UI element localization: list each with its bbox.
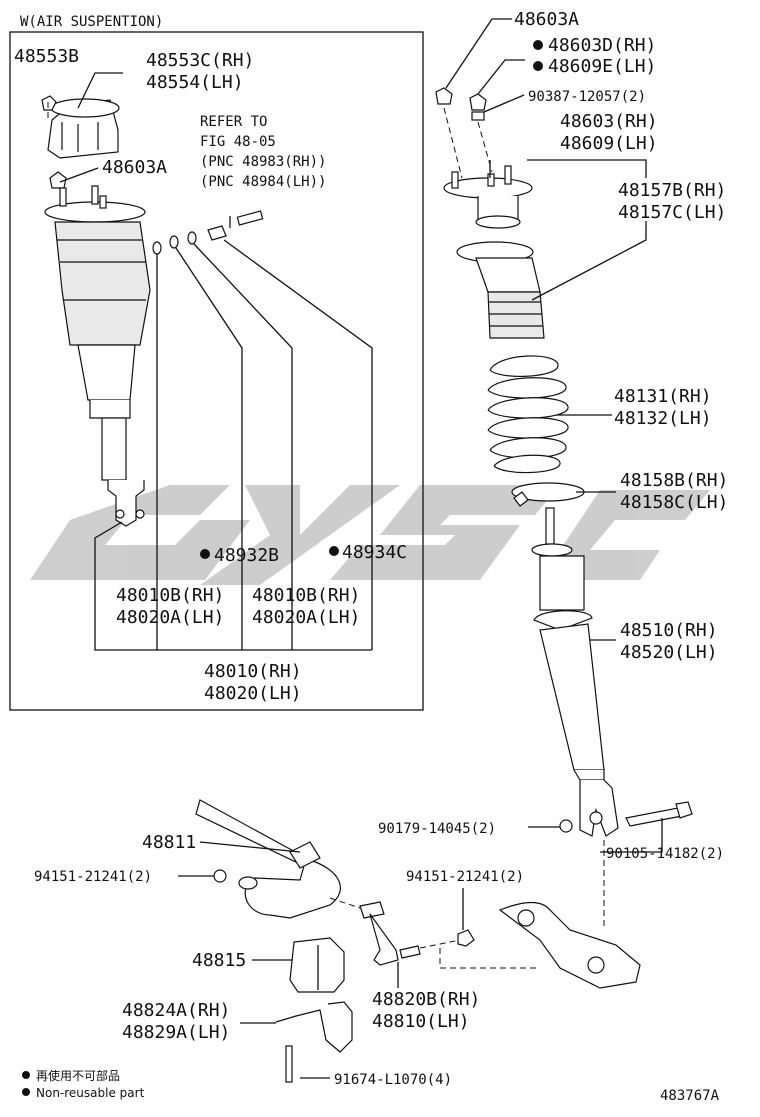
label-94151-left: 94151-21241(2) (34, 869, 152, 885)
label-90105: 90105-14182(2) (606, 846, 724, 862)
label-48520: 48520(LH) (620, 642, 718, 663)
label-48553B: 48553B (14, 46, 79, 67)
label-48609E: 48609E(LH) (548, 56, 656, 77)
label-48010B-a: 48010B(RH) (116, 585, 224, 606)
label-48132: 48132(LH) (614, 408, 712, 429)
label-48811: 48811 (142, 832, 196, 853)
inset-title: W(AIR SUSPENTION) (20, 14, 163, 30)
main-strut-drawing (435, 87, 693, 930)
refer-line-2: FIG 48-05 (200, 134, 276, 150)
label-48158B: 48158B(RH) (620, 470, 728, 491)
non-reusable-dot (329, 546, 339, 556)
label-48158C: 48158C(LH) (620, 492, 728, 513)
label-48609: 48609(LH) (560, 133, 658, 154)
label-48934C: 48934C (342, 542, 407, 563)
air-strut-drawing (41, 95, 264, 527)
label-94151-right: 94151-21241(2) (406, 869, 524, 885)
label-91674: 91674-L1070(4) (334, 1072, 452, 1088)
coil-spring-drawing (487, 355, 569, 474)
label-48020A-a: 48020A(LH) (116, 607, 224, 628)
label-48020A-b: 48020A(LH) (252, 607, 360, 628)
refer-line-4: (PNC 48984(LH)) (200, 174, 326, 190)
non-reusable-dot (200, 549, 210, 559)
legend-line-1: 再使用不可部品 (36, 1068, 120, 1083)
label-48010B-b: 48010B(RH) (252, 585, 360, 606)
label-48131: 48131(RH) (614, 386, 712, 407)
label-48810: 48810(LH) (372, 1011, 470, 1032)
label-48815: 48815 (192, 950, 246, 971)
inset-leader-lines (47, 72, 373, 651)
label-48157C: 48157C(LH) (618, 202, 726, 223)
main-leader-lines (445, 18, 663, 853)
label-48824A: 48824A(RH) (122, 1000, 230, 1021)
label-48603D: 48603D(RH) (548, 35, 656, 56)
stabilizer-leader-lines (178, 841, 464, 1079)
non-reusable-dot (533, 61, 543, 71)
stabilizer-drawing (195, 799, 641, 1083)
non-reusable-dot (533, 40, 543, 50)
label-48829A: 48829A(LH) (122, 1022, 230, 1043)
figure-id: 483767A (660, 1088, 720, 1104)
label-48010: 48010(RH) (204, 661, 302, 682)
legend-dot-icon (22, 1088, 30, 1096)
label-48553C: 48553C(RH) (146, 50, 254, 71)
inset-frame (9, 31, 424, 711)
label-48603A-inset: 48603A (102, 157, 167, 178)
label-48157B: 48157B(RH) (618, 180, 726, 201)
label-48020: 48020(LH) (204, 683, 302, 704)
label-48554: 48554(LH) (146, 72, 244, 93)
label-48510: 48510(RH) (620, 620, 718, 641)
label-90387: 90387-12057(2) (528, 89, 646, 105)
label-48603A: 48603A (514, 9, 579, 30)
legend-dot-icon (22, 1071, 30, 1079)
label-90179: 90179-14045(2) (378, 821, 496, 837)
label-48932B: 48932B (214, 545, 279, 566)
legend-line-2: Non-reusable part (36, 1086, 145, 1100)
label-48603: 48603(RH) (560, 111, 658, 132)
refer-line-3: (PNC 48983(RH)) (200, 154, 326, 170)
label-48820B: 48820B(RH) (372, 989, 480, 1010)
refer-line-1: REFER TO (200, 114, 267, 130)
